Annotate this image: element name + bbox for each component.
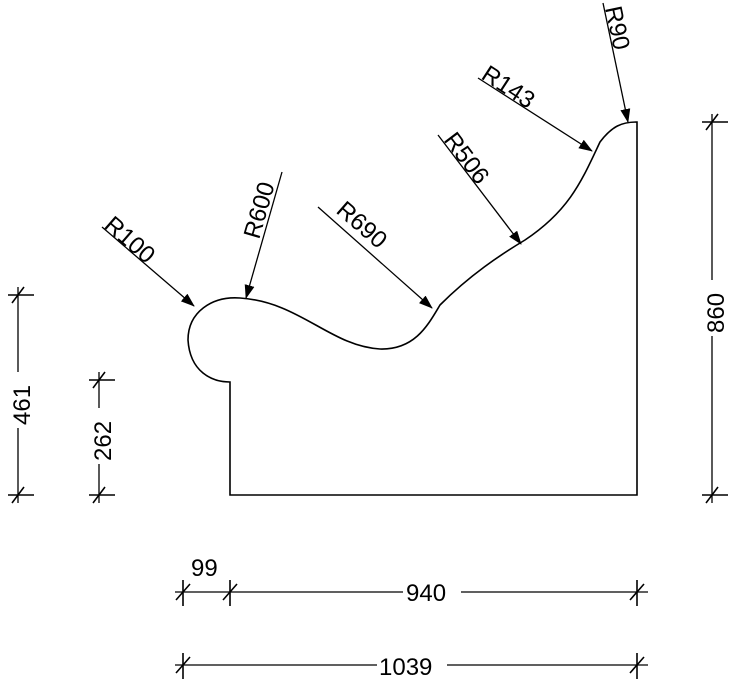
label-461: 461 — [9, 385, 36, 425]
dim-right-height: 860 — [702, 113, 730, 504]
label-1039: 1039 — [379, 654, 432, 681]
dim-total-width: 1039 — [175, 653, 648, 681]
label-940: 940 — [406, 580, 446, 607]
radius-leaders — [101, 2, 631, 309]
label-r506: R506 — [438, 127, 494, 189]
dim-widths-row: 99 940 — [175, 555, 648, 607]
label-r90: R90 — [599, 4, 635, 53]
leader-r143 — [477, 77, 593, 152]
dim-inner-height: 262 — [89, 371, 117, 504]
leader-r506 — [437, 134, 522, 245]
label-860: 860 — [703, 293, 730, 333]
label-r143: R143 — [477, 60, 540, 114]
label-262: 262 — [90, 421, 117, 461]
label-r600: R600 — [239, 179, 281, 242]
leader-r90 — [602, 2, 631, 123]
leader-r690 — [317, 206, 433, 309]
profile-outline — [187, 121, 638, 496]
dim-left-height: 461 — [8, 286, 36, 504]
label-r100: R100 — [99, 211, 160, 269]
leader-r600 — [244, 171, 283, 299]
label-99: 99 — [191, 555, 218, 582]
leader-r100 — [101, 226, 195, 307]
